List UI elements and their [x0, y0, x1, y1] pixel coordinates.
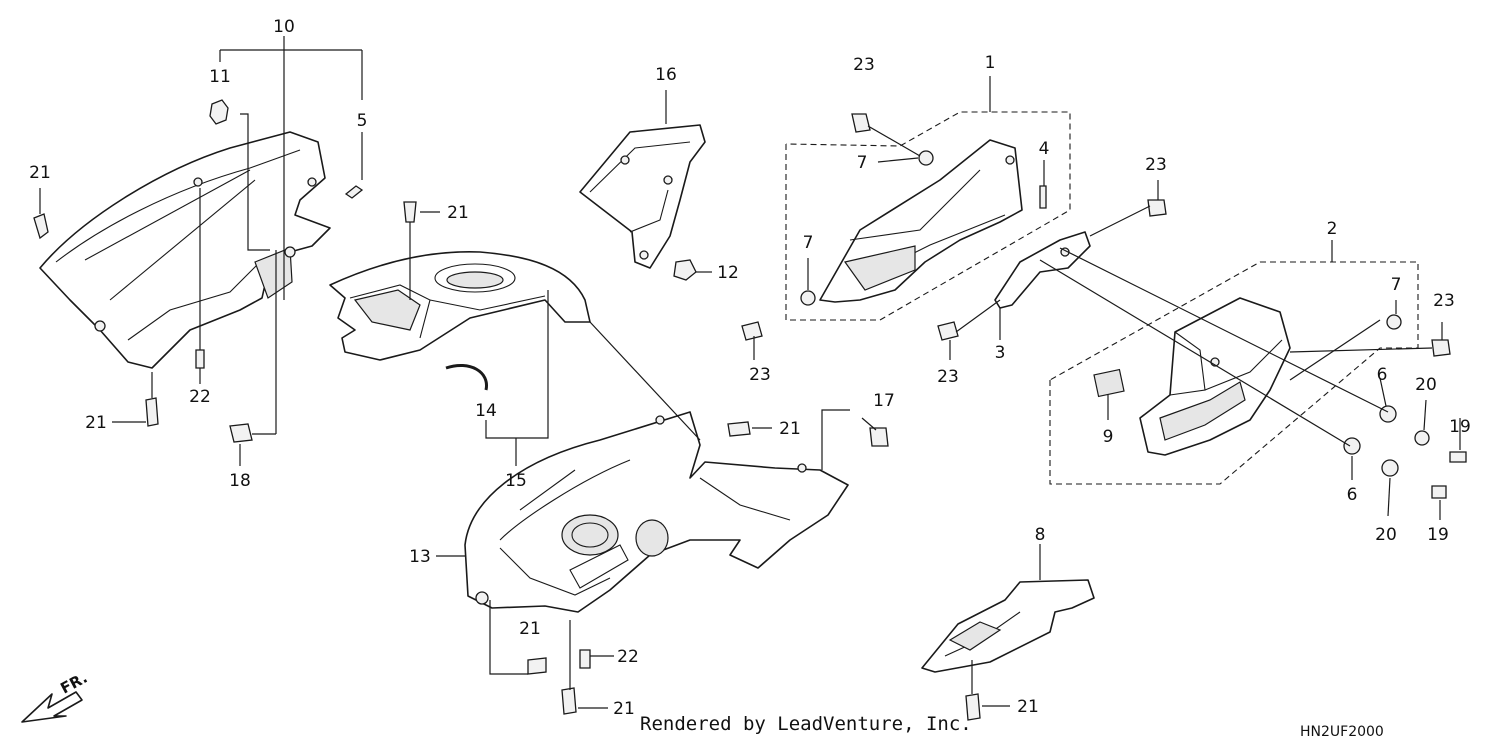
callout-23[interactable]: 23	[1433, 291, 1455, 311]
callout-6[interactable]: 6	[1377, 365, 1388, 385]
callout-3[interactable]: 3	[995, 343, 1006, 363]
front-side-cover-part[interactable]	[39, 131, 331, 369]
callout-22[interactable]: 22	[189, 387, 211, 407]
callout-11[interactable]: 11	[209, 67, 231, 87]
callout-9[interactable]: 9	[1103, 427, 1114, 447]
cushion-part[interactable]	[921, 579, 1095, 673]
callout-21[interactable]: 21	[779, 419, 801, 439]
callout-13[interactable]: 13	[409, 547, 431, 567]
callout-18[interactable]: 18	[229, 471, 251, 491]
callout-23[interactable]: 23	[749, 365, 771, 385]
callout-21[interactable]: 21	[613, 699, 635, 719]
callout-17[interactable]: 17	[873, 391, 895, 411]
rear-side-cover-part[interactable]	[1139, 297, 1291, 456]
side-cover-part[interactable]	[464, 411, 849, 613]
callout-21[interactable]: 21	[85, 413, 107, 433]
fuel-tank-cover-part[interactable]	[329, 250, 591, 361]
callout-23[interactable]: 23	[853, 55, 875, 75]
callout-2[interactable]: 2	[1327, 219, 1338, 239]
callout-10[interactable]: 10	[273, 17, 295, 37]
direction-label: FR.	[57, 669, 90, 698]
callout-22[interactable]: 22	[617, 647, 639, 667]
callout-7[interactable]: 7	[1391, 275, 1402, 295]
front-direction-arrow: FR.	[21, 669, 90, 723]
callout-20[interactable]: 20	[1375, 525, 1397, 545]
callout-7[interactable]: 7	[857, 153, 868, 173]
callout-21[interactable]: 21	[519, 619, 541, 639]
stay-bracket-part[interactable]	[994, 231, 1091, 309]
upper-stay-part[interactable]	[819, 139, 1023, 303]
callout-labels: 10 11 5 21 22 21 18 21 14 15 16 12 13 21…	[29, 17, 1471, 719]
callout-1[interactable]: 1	[985, 53, 996, 73]
emblem-part[interactable]	[1093, 368, 1125, 398]
callout-20[interactable]: 20	[1415, 375, 1437, 395]
upper-bracket-part[interactable]	[579, 124, 706, 269]
callout-19[interactable]: 19	[1427, 525, 1449, 545]
callout-14[interactable]: 14	[475, 401, 497, 421]
callout-23[interactable]: 23	[937, 367, 959, 387]
callout-23[interactable]: 23	[1145, 155, 1167, 175]
callout-12[interactable]: 12	[717, 263, 739, 283]
callout-5[interactable]: 5	[357, 111, 368, 131]
callout-21[interactable]: 21	[1017, 697, 1039, 717]
callout-8[interactable]: 8	[1035, 525, 1046, 545]
tube-part[interactable]	[445, 363, 488, 391]
callout-21[interactable]: 21	[447, 203, 469, 223]
callout-21[interactable]: 21	[29, 163, 51, 183]
leader-lines	[39, 36, 1461, 709]
callout-4[interactable]: 4	[1039, 139, 1050, 159]
credit-text: Rendered by LeadVenture, Inc.	[640, 713, 972, 735]
fasteners	[33, 99, 1467, 721]
drawing-code: HN2UF2000	[1300, 724, 1384, 740]
callout-16[interactable]: 16	[655, 65, 677, 85]
callout-6[interactable]: 6	[1347, 485, 1358, 505]
callout-7[interactable]: 7	[803, 233, 814, 253]
callout-19[interactable]: 19	[1449, 417, 1471, 437]
callout-15[interactable]: 15	[505, 471, 527, 491]
